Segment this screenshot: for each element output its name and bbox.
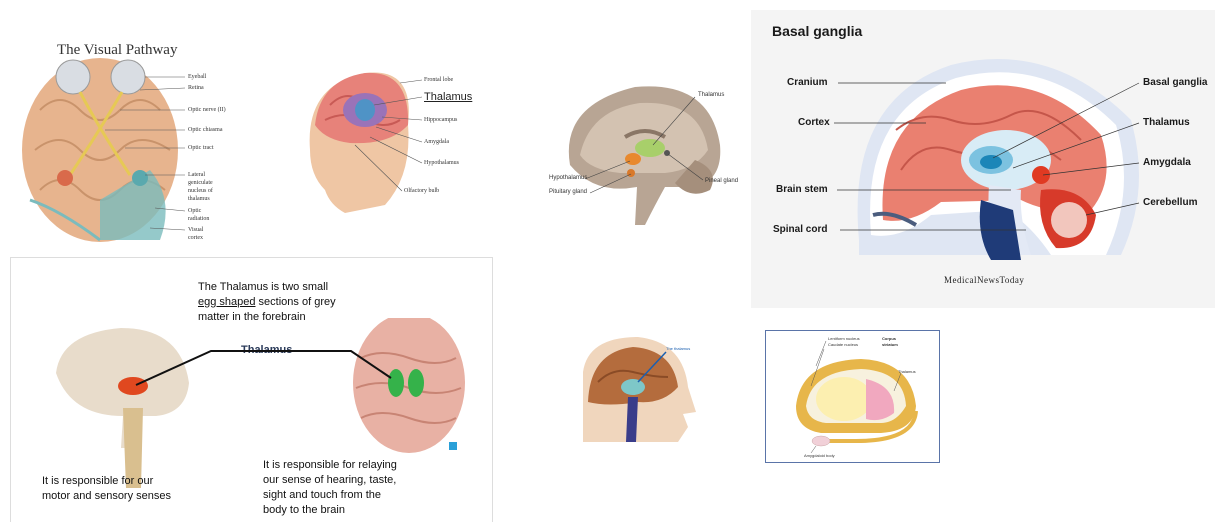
corpus-striatum-panel: Lentiform nucleus Caudate nucleus Corpus… bbox=[765, 330, 940, 463]
cs-label-thalamus: Thalamus bbox=[898, 369, 916, 374]
head-label-olfactory-bulb: Olfactory bulb bbox=[404, 188, 439, 194]
slide-intro-egg-shaped: egg shaped bbox=[198, 296, 256, 308]
vp-label-cortex: cortex bbox=[188, 235, 203, 241]
sagittal-brain-panel: Thalamus Hypothalamus Pituitary gland Pi… bbox=[545, 75, 750, 240]
head-label-frontal-lobe: Frontal lobe bbox=[424, 77, 453, 83]
bg-label-cortex: Cortex bbox=[798, 117, 830, 128]
cs-label-corpus: Corpus bbox=[882, 336, 896, 341]
cs-label-lentiform: Lentiform nucleus bbox=[828, 336, 860, 341]
slide-right-note-line3: sight and touch from the bbox=[263, 488, 381, 503]
vp-label-optic-chiasma: Optic chiasma bbox=[188, 127, 223, 133]
slide-intro-line1: The Thalamus is two small bbox=[198, 280, 328, 295]
small-sagittal-panel: The thalamus bbox=[578, 332, 700, 447]
vp-label-geniculate: geniculate bbox=[188, 180, 213, 186]
slide-left-note-line2: motor and sensory senses bbox=[42, 489, 171, 504]
basal-ganglia-panel: Basal ganglia Cranium Cortex Brain stem … bbox=[751, 10, 1215, 308]
vp-label-retina: Retina bbox=[188, 85, 204, 91]
vp-label-nucleus-of: nucleus of bbox=[188, 188, 213, 194]
head-label-hypothalamus: Hypothalamus bbox=[424, 160, 459, 166]
head-illustration bbox=[290, 55, 490, 220]
corpus-striatum-illustration bbox=[766, 331, 941, 464]
thalamus-slide-panel: The Thalamus is two small egg shaped sec… bbox=[10, 257, 493, 522]
mnt-brand-logo: MedicalNewsToday bbox=[944, 275, 1024, 285]
sagittal-brain-illustration bbox=[545, 75, 750, 240]
slide-intro-line2: egg shaped sections of grey bbox=[198, 295, 336, 310]
slide-intro-sections: sections of grey bbox=[256, 296, 336, 308]
vp-label-optic: Optic bbox=[188, 208, 201, 214]
sagittal-label-pineal-gland: Pineal gland bbox=[705, 178, 738, 184]
slide-right-note-line2: our sense of hearing, taste, bbox=[263, 473, 396, 488]
sagittal-label-pituitary-gland: Pituitary gland bbox=[549, 189, 587, 195]
bg-label-basal-ganglia: Basal ganglia bbox=[1143, 77, 1207, 88]
cs-label-amygdaloid-body: Amygdaloid body bbox=[804, 453, 835, 458]
head-label-thalamus: Thalamus bbox=[424, 91, 472, 103]
bg-label-amygdala: Amygdala bbox=[1143, 157, 1191, 168]
visual-pathway-panel: The Visual Pathway Eyeball Retina Optic … bbox=[0, 0, 270, 250]
sagittal-label-thalamus: Thalamus bbox=[698, 92, 724, 98]
vp-label-visual: Visual bbox=[188, 227, 203, 233]
small-sagittal-label: The thalamus bbox=[666, 346, 690, 351]
sagittal-label-hypothalamus: Hypothalamus bbox=[549, 175, 587, 181]
cs-label-striatum: striatum bbox=[882, 342, 898, 347]
head-diagram-panel: Frontal lobe Thalamus Hippocampus Amygda… bbox=[290, 55, 490, 220]
head-label-amygdala: Amygdala bbox=[424, 139, 449, 145]
slide-left-note-line1: It is responsible for our bbox=[42, 474, 153, 489]
vp-label-optic-tract: Optic tract bbox=[188, 145, 214, 151]
slide-right-note-line1: It is responsible for relaying bbox=[263, 458, 397, 473]
bg-label-cranium: Cranium bbox=[787, 77, 828, 88]
head-label-hippocampus: Hippocampus bbox=[424, 117, 457, 123]
vp-label-eyeball: Eyeball bbox=[188, 74, 206, 80]
visual-pathway-illustration bbox=[0, 0, 270, 250]
bg-label-cerebellum: Cerebellum bbox=[1143, 197, 1197, 208]
vp-label-radiation: radiation bbox=[188, 216, 209, 222]
slide-right-note-line4: body to the brain bbox=[263, 503, 345, 518]
bg-label-spinal-cord: Spinal cord bbox=[773, 224, 827, 235]
cs-label-caudate: Caudate nucleus bbox=[828, 342, 858, 347]
vp-label-lateral: Lateral bbox=[188, 172, 205, 178]
bg-label-thalamus: Thalamus bbox=[1143, 117, 1190, 128]
vp-label-optic-nerve: Optic nerve (II) bbox=[188, 107, 226, 113]
bg-label-brain-stem: Brain stem bbox=[776, 184, 828, 195]
vp-label-thalamus: thalamus bbox=[188, 196, 210, 202]
